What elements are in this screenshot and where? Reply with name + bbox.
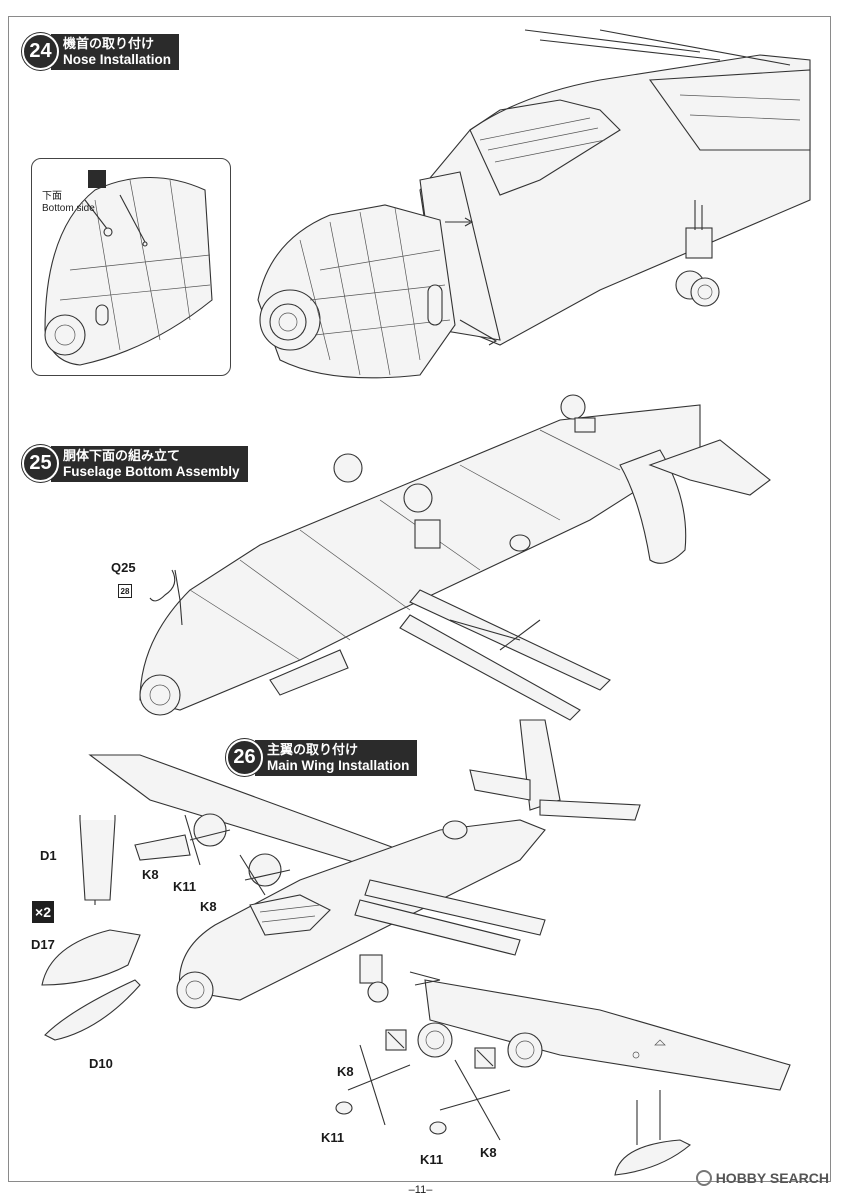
step-title-jp: 主翼の取り付け [267, 742, 359, 758]
watermark-text: HOBBY SEARCH [715, 1170, 829, 1186]
step-title-jp: 機首の取り付け [63, 36, 155, 52]
part-label-k8: K8 [142, 867, 159, 882]
main-wing-drawing [41, 719, 791, 1176]
step-26-header: 26 主翼の取り付け Main Wing Installation [226, 739, 418, 776]
part-label-k11: K11 [420, 1152, 444, 1167]
step-title-box: 主翼の取り付け Main Wing Installation [255, 739, 418, 776]
part-label-q25: Q25 [111, 560, 136, 575]
inset-label-jp: 下面 [42, 191, 62, 202]
part-label-k11: K11 [321, 1130, 345, 1145]
part-label-k11: K11 [173, 879, 197, 894]
part-label-k8: K8 [200, 899, 217, 914]
part-label-k8: K8 [480, 1145, 497, 1160]
step-title-box: 胴体下面の組み立て Fuselage Bottom Assembly [51, 445, 248, 482]
bottom-side-inset [31, 158, 231, 376]
step-number: 25 [22, 445, 59, 482]
fuselage-bottom-drawing [139, 394, 771, 721]
part-label-d10: D10 [89, 1056, 113, 1071]
part-label-k8: K8 [337, 1064, 354, 1079]
part-label-d1: D1 [40, 848, 57, 863]
page-number: –11– [408, 1184, 433, 1196]
step-title-en: Nose Installation [63, 51, 172, 67]
step-24-header: 24 機首の取り付け Nose Installation [22, 33, 180, 70]
inset-label: 下面 Bottom side [42, 191, 95, 215]
hobby-search-logo-icon [695, 1170, 712, 1186]
page-frame [8, 16, 831, 1182]
step-number: 24 [22, 33, 59, 70]
quantity-x2-badge: ×2 [32, 901, 54, 923]
step-number: 26 [226, 739, 263, 776]
nose-fuselage-drawing [257, 29, 811, 379]
inset-label-en: Bottom side [42, 203, 95, 214]
step-25-header: 25 胴体下面の組み立て Fuselage Bottom Assembly [22, 445, 248, 482]
step-title-box: 機首の取り付け Nose Installation [51, 33, 180, 70]
watermark: HOBBY SEARCH [695, 1170, 829, 1186]
part-label-d17: D17 [31, 937, 55, 952]
inset-nose-drawing [44, 170, 213, 366]
decal-number-badge: 28 [118, 584, 132, 598]
step-title-jp: 胴体下面の組み立て [63, 448, 181, 464]
step-title-en: Fuselage Bottom Assembly [63, 463, 240, 479]
step-title-en: Main Wing Installation [267, 757, 410, 773]
